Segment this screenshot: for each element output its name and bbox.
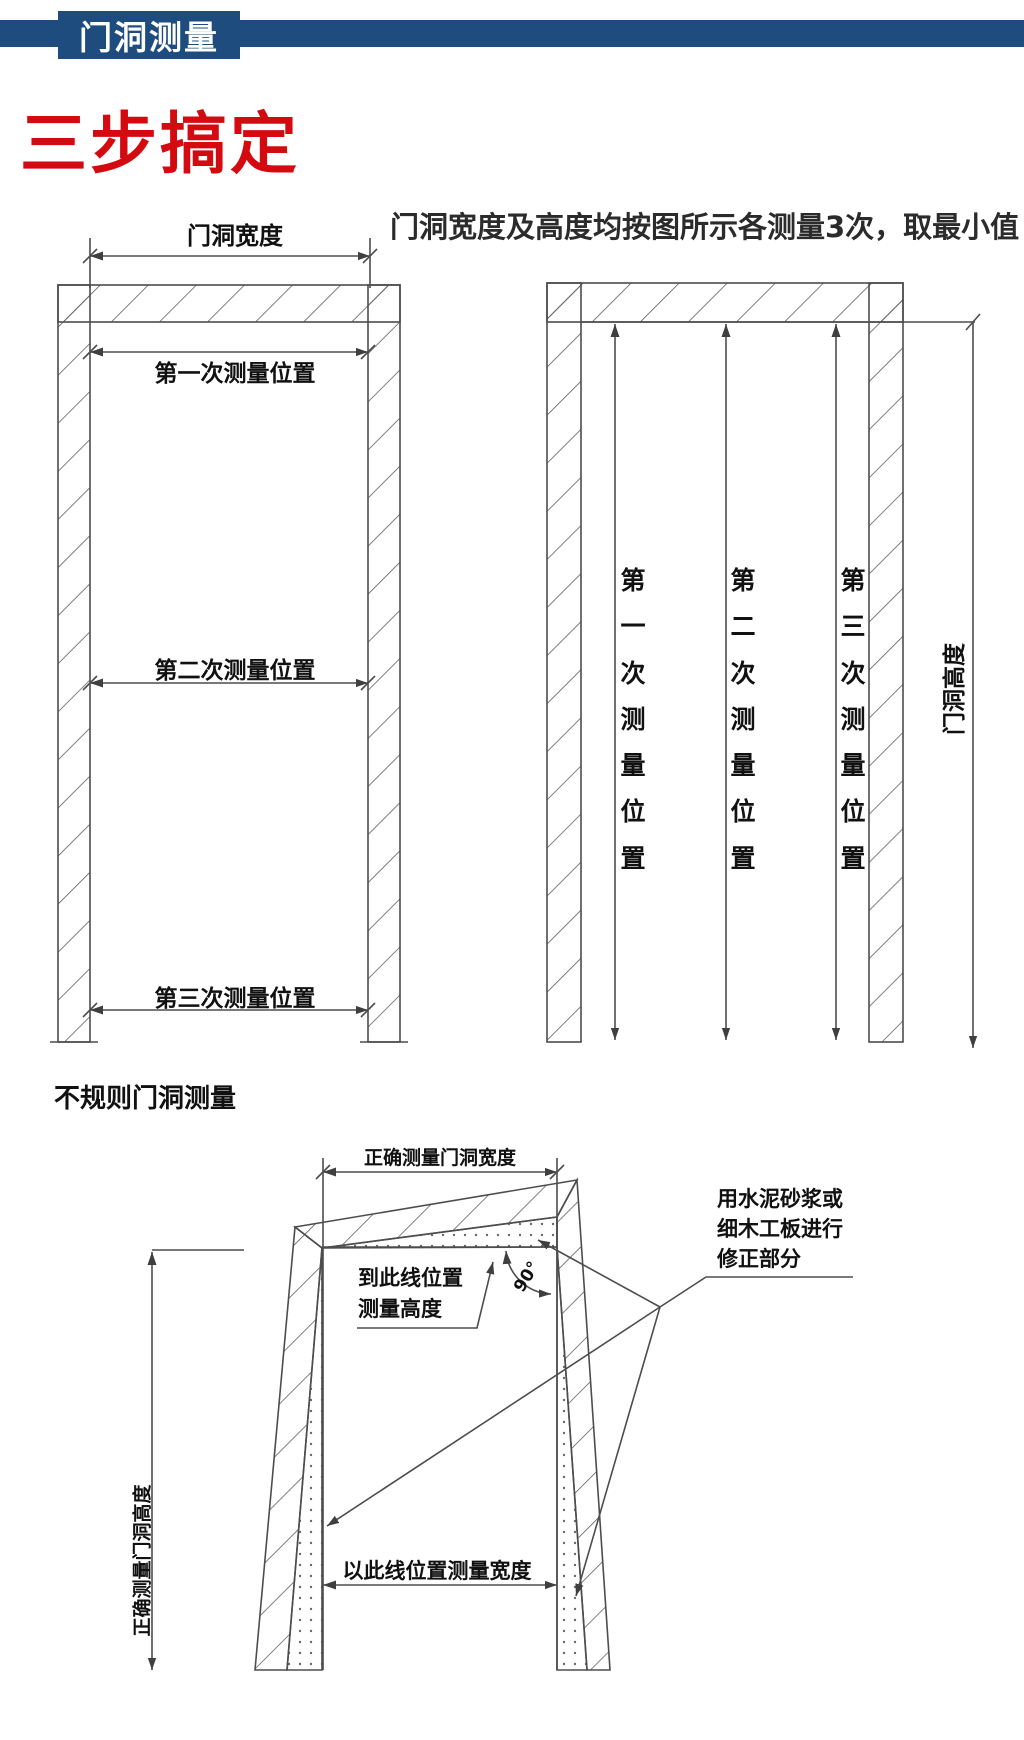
- left-width-label: 门洞宽度: [187, 222, 283, 250]
- irregular-section-heading: 不规则门洞测量: [54, 1084, 237, 1114]
- right-door-diagram: [546, 282, 981, 1048]
- header-tab: 门洞测量: [58, 11, 240, 59]
- left-measure-label-3: 第三次测量位置: [154, 986, 316, 1012]
- irregular-height-left-label: 正确测量门洞高度: [131, 1484, 154, 1637]
- left-measure-label-2: 第二次测量位置: [154, 658, 316, 684]
- irregular-height-note-line1: 到此线位置: [358, 1266, 463, 1290]
- irregular-height-note: 到此线位置 测量高度: [358, 1263, 463, 1325]
- irregular-door-diagram: [152, 1158, 853, 1671]
- irregular-width-top-label: 正确测量门洞宽度: [363, 1147, 516, 1169]
- left-door-diagram: [50, 238, 408, 1043]
- irregular-fix-note-line3: 修正部分: [717, 1247, 801, 1271]
- irregular-fix-note-line1: 用水泥砂浆或: [717, 1187, 843, 1211]
- page-title: 三步搞定: [20, 105, 300, 183]
- header-tab-label: 门洞测量: [79, 18, 219, 57]
- left-measure-label-1: 第一次测量位置: [154, 361, 316, 387]
- irregular-fix-note-line2: 细木工板进行: [717, 1217, 843, 1241]
- right-measure-label-1: 第一次测量位置: [620, 566, 646, 873]
- right-measure-label-3: 第三次测量位置: [840, 566, 866, 873]
- right-measure-label-2: 第二次测量位置: [730, 566, 756, 873]
- irregular-width-bottom-label: 以此线位置测量宽度: [342, 1559, 532, 1583]
- instruction-text: 门洞宽度及高度均按图所示各测量3次，取最小值: [390, 210, 1020, 244]
- irregular-height-note-line2: 测量高度: [358, 1297, 442, 1321]
- irregular-fix-note: 用水泥砂浆或 细木工板进行 修正部分: [717, 1184, 843, 1274]
- right-height-label: 门洞高度: [942, 643, 968, 735]
